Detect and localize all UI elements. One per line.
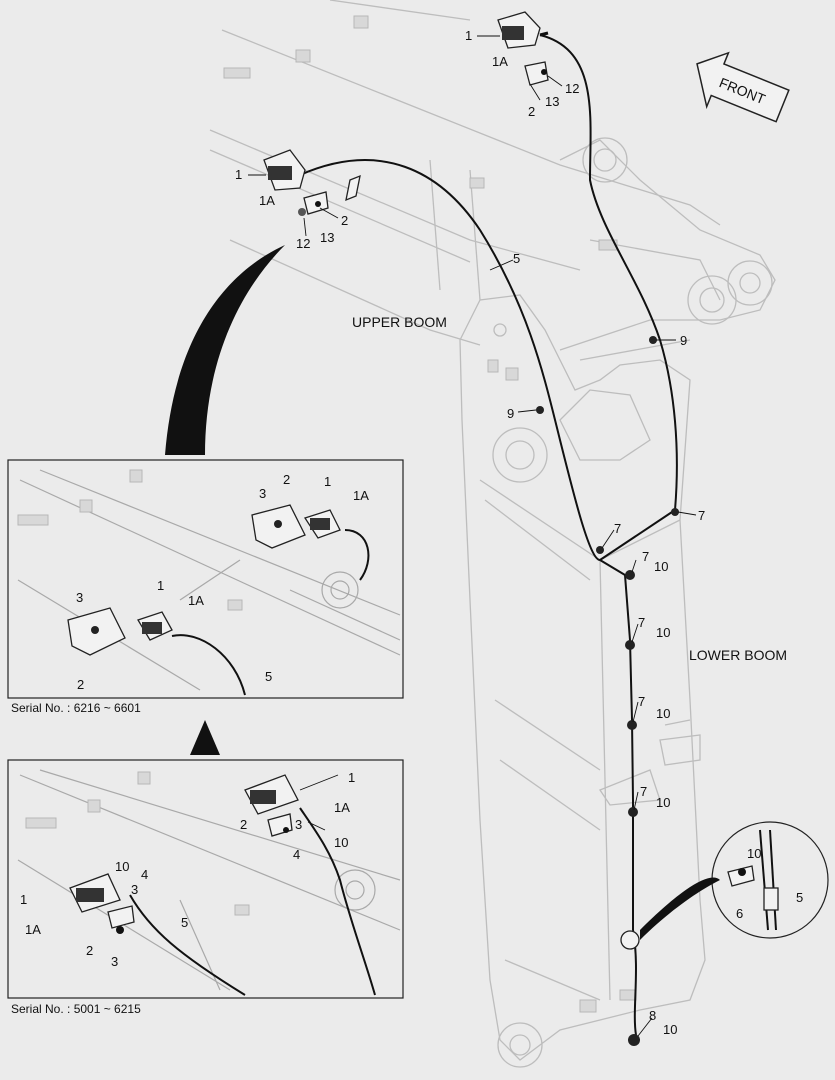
callout-3: 3 [295,817,302,832]
callout-7: 7 [638,694,645,709]
lower-boom-outline [459,294,706,1068]
lower-boom-label: LOWER BOOM [689,647,787,663]
callout-3: 3 [76,590,83,605]
callout-10: 10 [747,846,761,861]
callout-7: 7 [614,521,621,536]
callout-1: 1 [20,892,27,907]
callout-7: 7 [642,549,649,564]
callout-8: 8 [649,1008,656,1023]
callout-3: 3 [259,486,266,501]
front-direction-arrow: FRONT [696,51,790,123]
callout-9: 9 [680,333,687,348]
lower-inset-serial: Serial No. : 5001 ~ 6215 [11,1002,141,1016]
callout-2: 2 [86,943,93,958]
callout-1: 1 [157,578,164,593]
callout-2: 2 [283,472,290,487]
callout-13: 13 [320,230,334,245]
upper-boom-outline [209,0,776,361]
callout-5: 5 [265,669,272,684]
harness-clamps [536,336,679,1046]
callout-10: 10 [663,1022,677,1037]
callout-1: 1 [465,28,472,43]
inset-upper-frame [7,459,404,699]
inset-lower-frame [7,759,404,999]
callout-9: 9 [507,406,514,421]
callout-2: 2 [528,104,535,119]
callout-numbers-upper-inset: 2 3 1 1A 1 1A 3 2 5 Serial No. : 6216 ~ … [11,472,369,715]
callout-1a: 1A [334,800,350,815]
callout-12: 12 [296,236,310,251]
callout-12: 12 [565,81,579,96]
callout-2: 2 [77,677,84,692]
callout-1a: 1A [492,54,508,69]
callout-5: 5 [513,251,520,266]
zoom-wedge [165,245,285,455]
harness-lower-run [599,559,634,930]
callout-2: 2 [240,817,247,832]
callout-1: 1 [235,167,242,182]
callout-7: 7 [640,784,647,799]
callout-4: 4 [141,867,148,882]
lamp-upper-left [263,149,361,216]
callout-3: 3 [111,954,118,969]
callout-1a: 1A [259,193,275,208]
lamp-upper-right [497,11,549,86]
callout-5: 5 [796,890,803,905]
triangle-marker [190,720,220,755]
harness-upper-right [539,34,678,561]
callout-1a: 1A [353,488,369,503]
callout-3: 3 [131,882,138,897]
callout-7: 7 [698,508,705,523]
leader-lines [248,35,697,1037]
detail-clamp-callout [640,821,829,940]
upper-boom-label: UPPER BOOM [352,314,447,330]
callout-13: 13 [545,94,559,109]
callout-numbers-main: 1 1A 12 13 2 1 1A 2 13 12 5 UPPER BOOM 9… [235,28,803,1037]
callout-10: 10 [654,559,668,574]
callout-10: 10 [656,795,670,810]
callout-4: 4 [293,847,300,862]
callout-1: 1 [324,474,331,489]
callout-10: 10 [656,706,670,721]
callout-6: 6 [736,906,743,921]
upper-inset-serial: Serial No. : 6216 ~ 6601 [11,701,141,715]
callout-10: 10 [115,859,129,874]
callout-2: 2 [341,213,348,228]
callout-1a: 1A [188,593,204,608]
callout-1a: 1A [25,922,41,937]
callout-1: 1 [348,770,355,785]
callout-numbers-lower-inset: 1 1A 2 3 10 4 10 4 3 1 1A 5 2 3 Serial N… [11,770,355,1016]
callout-5: 5 [181,915,188,930]
callout-10: 10 [656,625,670,640]
callout-7: 7 [638,615,645,630]
callout-10: 10 [334,835,348,850]
harness-upper-left [299,159,601,561]
